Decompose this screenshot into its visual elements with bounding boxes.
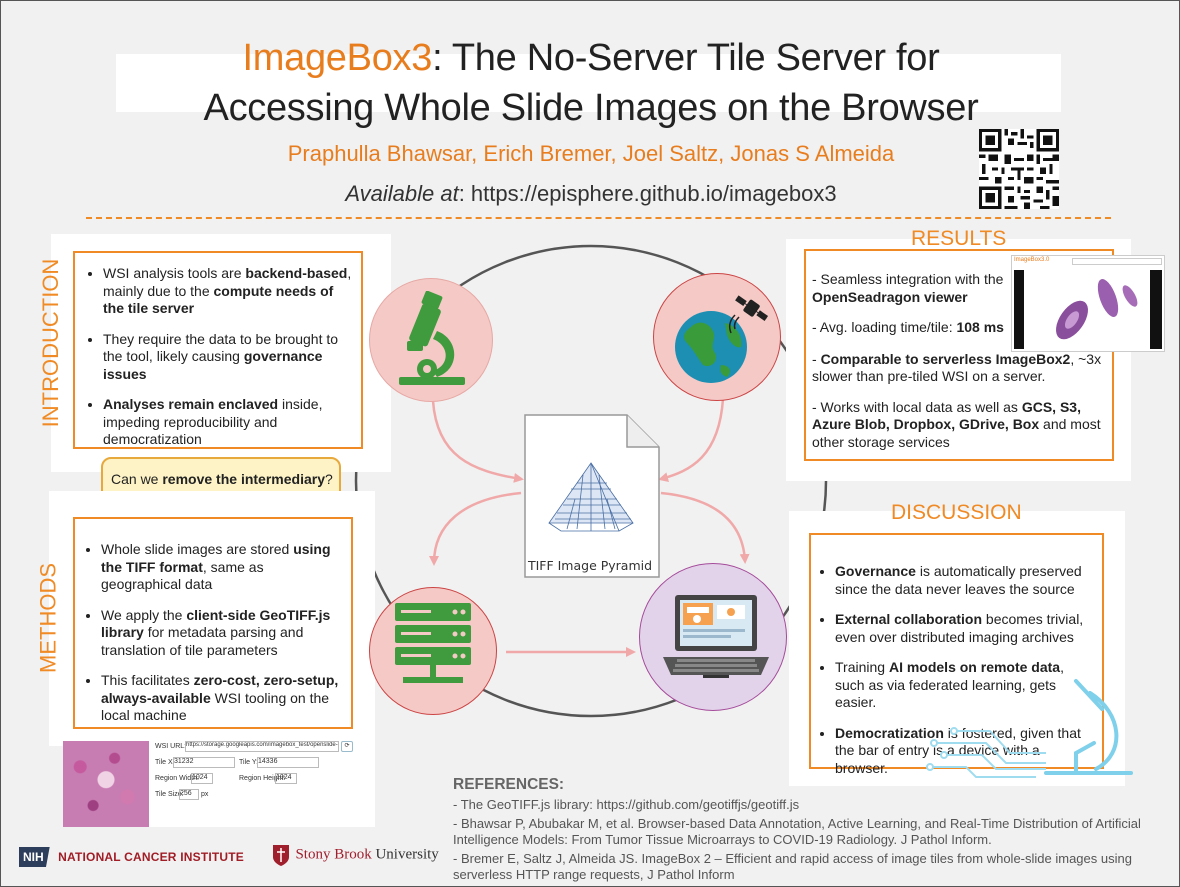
nih-mark: NIH [19, 847, 50, 867]
server-icon [395, 603, 471, 683]
microscope-icon [399, 291, 465, 385]
tissue-thumbnail [63, 741, 149, 827]
tile-size-input[interactable]: 256 [179, 789, 199, 800]
reference-item: - Bremer E, Saltz J, Almeida JS. ImageBo… [453, 851, 1132, 882]
viewer-right-bar [1150, 270, 1162, 349]
title-line-1-rest: : The No-Server Tile Server for [432, 37, 940, 79]
methods-bullet: Whole slide images are stored using the … [101, 541, 343, 594]
region-width-input[interactable]: 1024 [191, 773, 213, 784]
wsi-url-label: WSI URL: [155, 743, 187, 750]
satellite-globe-icon [675, 295, 769, 383]
tile-size-unit: px [201, 791, 209, 798]
tile-y-input[interactable]: 14336 [257, 757, 319, 768]
methods-bullet: This facilitates zero-cost, zero-setup, … [101, 672, 343, 725]
availability: Available at: https://episphere.github.i… [1, 181, 1179, 207]
discussion-heading: DISCUSSION [891, 501, 1022, 524]
tile-size-label: Tile Size: [155, 791, 184, 798]
nci-logo[interactable]: NIH NATIONAL CANCER INSTITUTE [19, 847, 244, 869]
results-heading: RESULTS [911, 227, 1007, 250]
tile-y-label: Tile Y: [239, 759, 259, 766]
load-button[interactable]: ⟳ [341, 741, 353, 752]
nci-text: NATIONAL CANCER INSTITUTE [58, 850, 245, 864]
results-item: - Avg. loading time/tile: 108 ms [812, 319, 1004, 335]
availability-label: Available at [345, 181, 459, 206]
arrow-pyramid-to-server [429, 491, 522, 566]
stony-brook-text: Stony Brook University [295, 846, 439, 863]
references-heading: REFERENCES: [453, 776, 565, 793]
discussion-bullet: Governance is automatically preserved si… [835, 563, 1094, 598]
viewer-url-field[interactable] [1072, 258, 1162, 265]
viewer-left-bar [1014, 270, 1024, 349]
arrow-microscope-to-pyramid [431, 400, 524, 483]
tile-x-label: Tile X: [155, 759, 175, 766]
stony-brook-logo[interactable]: Stony Brook University [271, 843, 439, 869]
section-divider [86, 217, 1111, 219]
title-background [116, 54, 1061, 112]
references: REFERENCES: - The GeoTIFF.js library: ht… [453, 777, 1173, 883]
region-height-input[interactable]: 1024 [275, 773, 297, 784]
viewer-title: ImageBox3.0 [1014, 257, 1050, 263]
introduction-box: WSI analysis tools are backend-based, ma… [73, 251, 363, 449]
title-brand: ImageBox3 [242, 37, 433, 79]
availability-url[interactable]: : https://episphere.github.io/imagebox3 [458, 181, 837, 206]
qr-code-icon[interactable] [979, 129, 1059, 209]
results-item: - Seamless integration with the OpenSead… [812, 271, 1004, 305]
methods-heading: METHODS [35, 563, 61, 673]
results-item: - Works with local data as well as GCS, … [812, 398, 1101, 450]
title-line-1: ImageBox3: The No-Server Tile Server for [1, 37, 1179, 80]
central-ring [354, 244, 828, 718]
region-height-label: Region Height: [239, 775, 286, 782]
intro-bullet: They require the data to be brought to t… [103, 331, 353, 384]
intro-bullet: WSI analysis tools are backend-based, ma… [103, 265, 353, 318]
stony-brook-crest-icon [273, 845, 289, 866]
pyramid-caption: TIFF Image Pyramid [527, 558, 653, 573]
wsi-url-input[interactable]: https://storage.googleapis.com/imagebox_… [185, 741, 339, 752]
laptop-icon [663, 595, 769, 678]
tile-form-screenshot: WSI URL: https://storage.googleapis.com/… [63, 737, 375, 827]
discussion-bullet: External collaboration becomes trivial, … [835, 611, 1094, 646]
reference-item: - The GeoTIFF.js library: https://github… [453, 797, 800, 812]
reference-item: - Bhawsar P, Abubakar M, et al. Browser-… [453, 816, 1141, 847]
tile-x-input[interactable]: 31232 [173, 757, 235, 768]
introduction-heading: INTRODUCTION [38, 258, 63, 428]
region-width-label: Region Width: [155, 775, 199, 782]
viewer-screenshot: ImageBox3.0 [1011, 255, 1165, 352]
arrow-satellite-to-pyramid [658, 398, 725, 483]
intro-bullet: Analyses remain enclaved inside, impedin… [103, 396, 353, 449]
discussion-bullet: Training AI models on remote data, such … [835, 659, 1094, 712]
authors: Praphulla Bhawsar, Erich Bremer, Joel Sa… [287, 141, 895, 166]
tissue-sections-icon [1056, 279, 1138, 340]
methods-box: Whole slide images are stored using the … [73, 517, 353, 729]
tiff-document-icon [524, 414, 660, 578]
title-line-2: Accessing Whole Slide Images on the Brow… [203, 87, 979, 129]
methods-bullet: We apply the client-side GeoTIFF.js libr… [101, 607, 343, 660]
results-item: - Comparable to serverless ImageBox2, ~3… [812, 350, 1102, 385]
ai-microscope-icon [926, 679, 1133, 778]
arrow-pyramid-to-laptop [660, 491, 750, 564]
